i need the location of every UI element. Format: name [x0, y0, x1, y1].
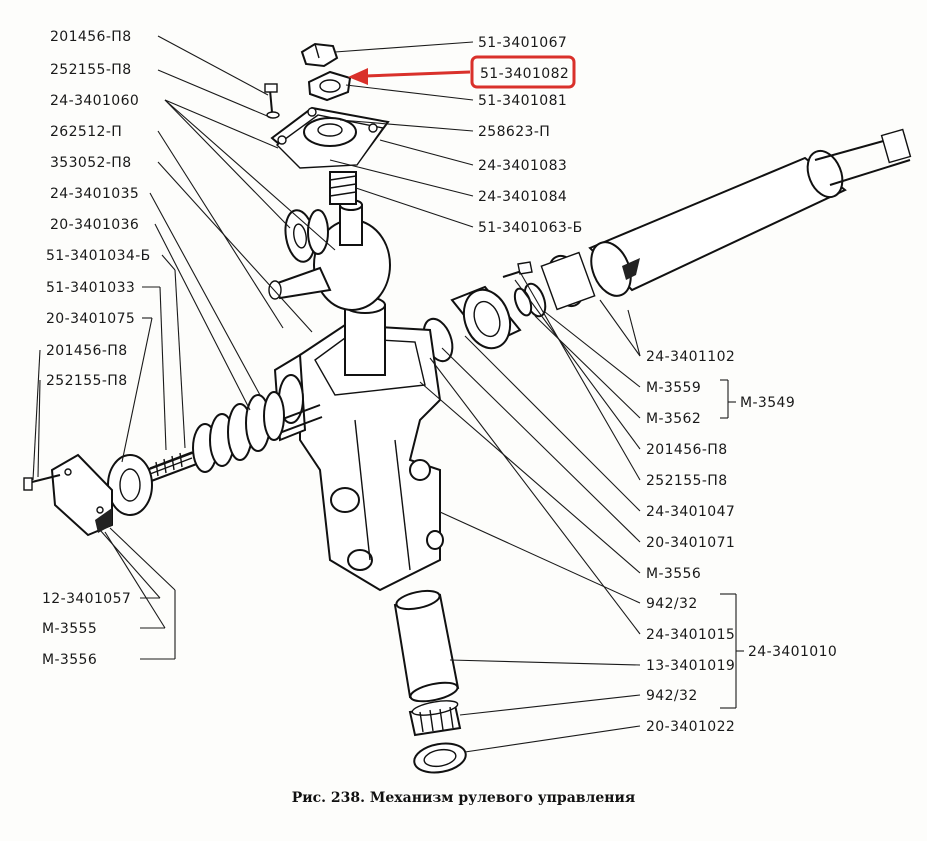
label-m-3562: М-3562 — [646, 411, 701, 427]
top-nut — [264, 42, 352, 119]
label-252155-p8-mid: 252155-П8 — [46, 373, 128, 389]
label-24-3401035: 24-3401035 — [50, 186, 139, 202]
label-201456-p8-top: 201456-П8 — [50, 29, 132, 45]
label-24-3401102: 24-3401102 — [646, 349, 735, 365]
steering-shaft — [588, 128, 912, 297]
figure-caption: Рис. 238. Механизм рулевого управления — [291, 790, 636, 806]
sector-shaft — [268, 199, 391, 376]
label-252155-p8-right: 252155-П8 — [646, 473, 728, 489]
label-20-3401036: 20-3401036 — [50, 217, 139, 233]
bottom-bushings — [393, 589, 467, 774]
label-m-3556-left: М-3556 — [42, 652, 97, 668]
label-m-3556-right: М-3556 — [646, 566, 701, 582]
side-cover — [422, 285, 522, 363]
label-20-3401022: 20-3401022 — [646, 719, 735, 735]
label-201456-p8-right: 201456-П8 — [646, 442, 728, 458]
label-24-3401010: 24-3401010 — [748, 644, 837, 660]
label-51-3401033: 51-3401033 — [46, 280, 135, 296]
label-24-3401084: 24-3401084 — [478, 189, 567, 205]
label-51-3401063-b: 51-3401063-Б — [478, 220, 583, 236]
right-labels: 51-3401067 51-3401082 51-3401081 258623-… — [478, 35, 837, 735]
highlight-annotation — [348, 55, 576, 89]
label-12-3401057: 12-3401057 — [42, 591, 131, 607]
label-51-3401034-b: 51-3401034-Б — [46, 248, 151, 264]
label-m-3559: М-3559 — [646, 380, 701, 396]
highlight-arrowhead — [348, 68, 368, 85]
label-252155-p8-top: 252155-П8 — [50, 62, 132, 78]
label-24-3401015: 24-3401015 — [646, 627, 735, 643]
label-24-3401060: 24-3401060 — [50, 93, 139, 109]
label-24-3401047: 24-3401047 — [646, 504, 735, 520]
label-13-3401019: 13-3401019 — [646, 658, 735, 674]
left-end-cover — [23, 453, 113, 537]
label-24-3401083: 24-3401083 — [478, 158, 567, 174]
label-m-3549: М-3549 — [740, 395, 795, 411]
label-942-32-a: 942/32 — [646, 596, 698, 612]
highlight-box — [470, 55, 576, 89]
left-labels: 201456-П8 252155-П8 24-3401060 262512-П … — [42, 29, 151, 668]
worm-bellows — [119, 391, 323, 493]
label-20-3401075: 20-3401075 — [46, 311, 135, 327]
highlight-arrow — [364, 70, 471, 78]
label-m-3555: М-3555 — [42, 621, 97, 637]
label-942-32-b: 942/32 — [646, 688, 698, 704]
label-262512-p: 262512-П — [50, 124, 122, 140]
label-258623-p: 258623-П — [478, 124, 550, 140]
label-20-3401071: 20-3401071 — [646, 535, 735, 551]
parts-drawing — [23, 42, 912, 774]
top-cover — [270, 106, 390, 169]
label-201456-p8-mid: 201456-П8 — [46, 343, 128, 359]
label-353052-p8: 353052-П8 — [50, 155, 132, 171]
label-51-3401082: 51-3401082 — [480, 66, 569, 82]
label-51-3401067: 51-3401067 — [478, 35, 567, 51]
label-51-3401081: 51-3401081 — [478, 93, 567, 109]
adjuster-spring — [329, 171, 357, 205]
leader-lines — [32, 35, 744, 753]
